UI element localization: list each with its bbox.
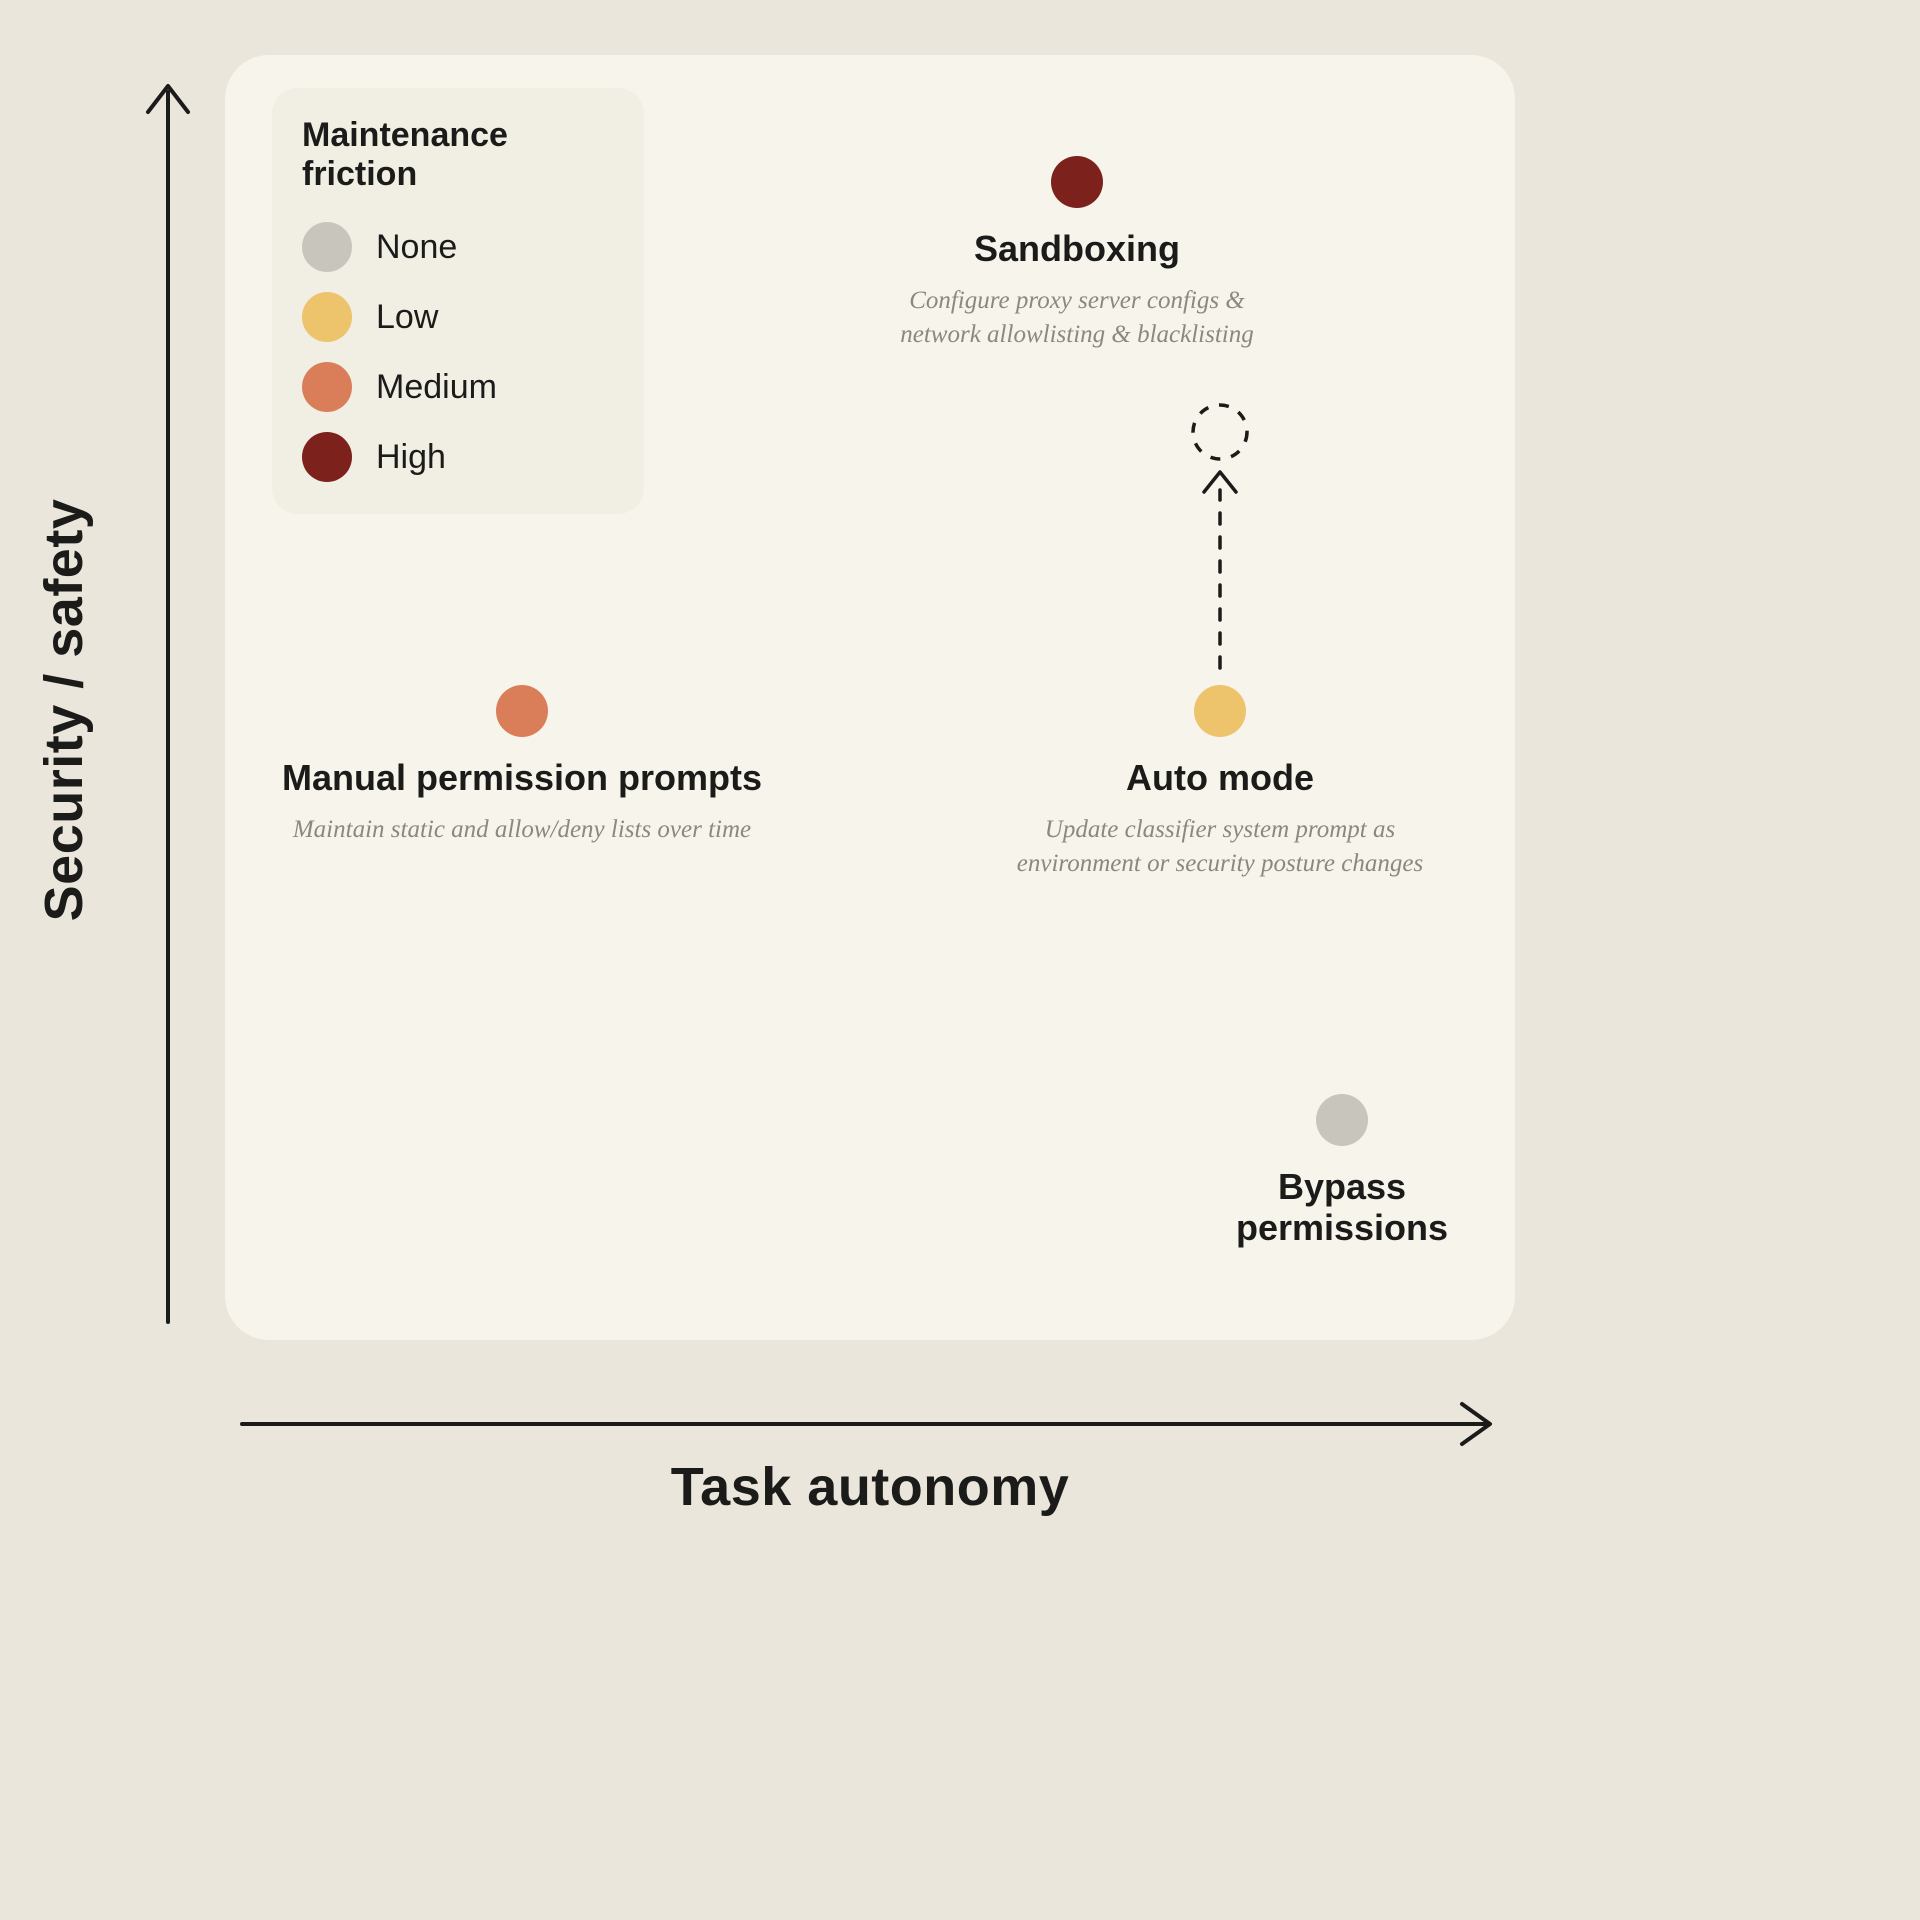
point-description: Maintain static and allow/deny lists ove… <box>292 816 752 843</box>
point-description: Configure proxy server configs & network… <box>900 287 1254 348</box>
point-label: Bypass permissions <box>1235 1166 1449 1249</box>
point-dot <box>496 685 548 737</box>
legend-title: Maintenance friction <box>302 116 508 193</box>
legend-swatch-low-icon <box>302 292 352 342</box>
point-description: Update classifier system prompt as envir… <box>1016 816 1424 877</box>
point-label: Sandboxing <box>974 228 1180 269</box>
point-dot <box>1316 1094 1368 1146</box>
legend-label: Medium <box>376 367 497 406</box>
point-dot <box>1051 156 1103 208</box>
y-axis-label: Security / safety <box>34 498 94 922</box>
point-label: Auto mode <box>1126 757 1314 798</box>
point-dot <box>1194 685 1246 737</box>
legend: Maintenance friction None Low Medium Hig… <box>272 88 644 514</box>
legend-label: High <box>376 437 446 476</box>
legend-item-none: None <box>302 212 620 282</box>
legend-label: Low <box>376 297 439 336</box>
legend-item-low: Low <box>302 282 620 352</box>
x-axis-arrowhead-icon <box>1460 1402 1492 1446</box>
legend-item-medium: Medium <box>302 352 620 422</box>
point-label: Manual permission prompts <box>281 757 763 798</box>
legend-swatch-none-icon <box>302 222 352 272</box>
legend-swatch-high-icon <box>302 432 352 482</box>
legend-label: None <box>376 227 458 266</box>
legend-swatch-medium-icon <box>302 362 352 412</box>
legend-item-high: High <box>302 422 620 492</box>
y-axis-arrowhead-icon <box>146 84 190 114</box>
x-axis-label: Task autonomy <box>670 1457 1070 1517</box>
